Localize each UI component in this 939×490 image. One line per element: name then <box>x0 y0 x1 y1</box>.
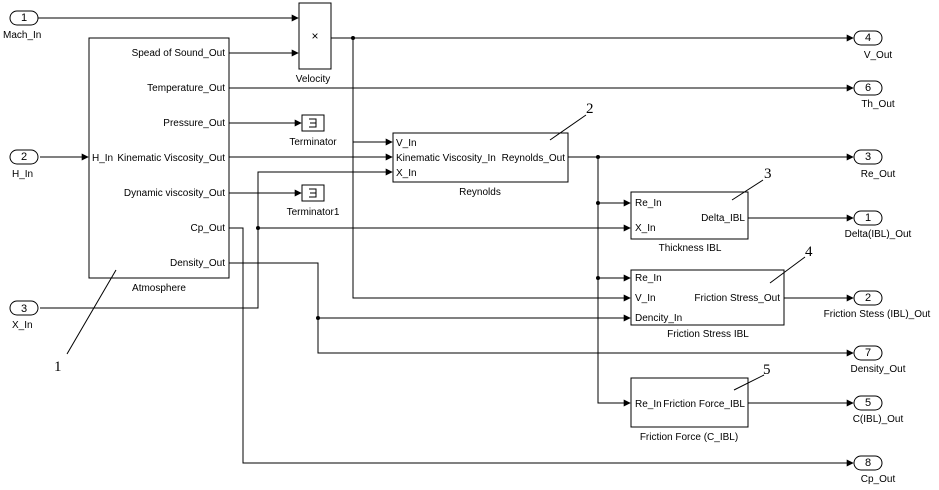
outport-density[interactable]: 7 Density_Out <box>850 345 906 375</box>
outport-stress[interactable]: 2 Friction Stess (IBL)_Out <box>824 290 931 320</box>
atmosphere-in-h: H_In <box>92 153 113 164</box>
thickness-out: Delta_IBL <box>701 213 745 224</box>
outport-delta-number: 1 <box>865 212 871 224</box>
outport-v-number: 4 <box>865 32 871 44</box>
inport-x-label: X_In <box>12 320 33 331</box>
atmosphere-out-dens: Density_Out <box>170 258 225 269</box>
atmosphere-out-press: Pressure_Out <box>163 118 225 129</box>
stress-title: Friction Stress IBL <box>667 329 749 340</box>
outport-cibl-label: C(IBL)_Out <box>853 414 904 425</box>
signal-lines <box>38 14 854 467</box>
callout-1: 1 <box>54 359 62 375</box>
branch-dots <box>256 36 600 320</box>
terminator-icon <box>309 118 317 128</box>
stress-block[interactable]: Re_In V_In Dencity_In Friction Stress_Ou… <box>630 269 785 340</box>
wire-cp-to-cpout[interactable] <box>229 227 854 467</box>
terminator1-title: Terminator1 <box>287 207 340 218</box>
outport-re-label: Re_Out <box>861 169 896 180</box>
callout-2-leader <box>549 114 587 141</box>
branch-dot <box>596 155 600 159</box>
atmosphere-out-cp: Cp_Out <box>191 223 226 234</box>
inport-mach-number: 1 <box>21 12 27 24</box>
stress-in-dens: Dencity_In <box>635 313 682 324</box>
atmosphere-out-sound: Spead of Sound_Out <box>132 48 226 59</box>
callout-5-leader <box>733 374 765 391</box>
outport-th-number: 6 <box>865 82 871 94</box>
branch-dot <box>256 226 260 230</box>
outport-density-number: 7 <box>865 347 871 359</box>
outport-delta[interactable]: 1 Delta(IBL)_Out <box>845 210 912 240</box>
outport-re-number: 3 <box>865 151 871 163</box>
outport-cp[interactable]: 8 Cp_Out <box>853 455 896 485</box>
inport-mach-label: Mach_In <box>3 30 41 41</box>
outport-th-label: Th_Out <box>861 99 895 110</box>
thickness-block[interactable]: Re_In X_In Delta_IBL Thickness IBL <box>630 191 749 254</box>
terminator-block[interactable]: Terminator <box>289 114 337 148</box>
outport-th[interactable]: 6 Th_Out <box>853 80 895 110</box>
outport-v[interactable]: 4 V_Out <box>853 30 893 61</box>
callout-4: 4 <box>805 244 813 260</box>
velocity-block[interactable]: × Velocity <box>296 2 332 85</box>
force-in-re: Re_In <box>635 399 662 410</box>
outport-delta-label: Delta(IBL)_Out <box>845 229 912 240</box>
reynolds-title: Reynolds <box>459 187 501 198</box>
outport-stress-number: 2 <box>865 292 871 304</box>
atmosphere-block[interactable]: H_In Spead of Sound_Out Temperature_Out … <box>88 37 230 294</box>
thickness-in-x: X_In <box>635 223 656 234</box>
terminator1-block[interactable]: Terminator1 <box>287 184 340 218</box>
atmosphere-out-temp: Temperature_Out <box>147 83 225 94</box>
atmosphere-out-dyn: Dynamic viscosity_Out <box>124 188 225 199</box>
wire-re-to-force[interactable] <box>597 157 631 407</box>
force-block[interactable]: Re_In Friction Force_IBL Friction Force … <box>630 377 749 443</box>
outport-v-label: V_Out <box>864 50 893 61</box>
branch-dot <box>316 316 320 320</box>
atmosphere-title: Atmosphere <box>132 283 186 294</box>
wire-xin-to-reynolds[interactable] <box>40 168 393 309</box>
reynolds-block[interactable]: V_In Kinematic Viscosity_In X_In Reynold… <box>392 132 569 198</box>
inport-h-number: 2 <box>21 151 27 163</box>
callouts: 1 2 3 4 5 <box>54 101 813 391</box>
callout-1-leader <box>66 269 117 355</box>
callout-4-leader <box>769 256 806 284</box>
stress-in-re: Re_In <box>635 273 662 284</box>
outport-cp-number: 8 <box>865 457 871 469</box>
stress-in-v: V_In <box>635 293 656 304</box>
velocity-title: Velocity <box>296 74 330 85</box>
outport-re[interactable]: 3 Re_Out <box>853 149 896 180</box>
branch-dot <box>596 201 600 205</box>
outport-stress-label: Friction Stess (IBL)_Out <box>824 309 931 320</box>
reynolds-out: Reynolds_Out <box>502 153 566 164</box>
inport-mach[interactable]: 1 Mach_In <box>3 10 41 41</box>
force-title: Friction Force (C_IBL) <box>640 432 738 443</box>
wire-density-to-densityout[interactable] <box>229 262 854 357</box>
inport-h[interactable]: 2 H_In <box>9 149 39 180</box>
inport-x-number: 3 <box>21 303 27 315</box>
branch-dot <box>351 36 355 40</box>
outport-cibl-number: 5 <box>865 397 871 409</box>
stress-out: Friction Stress_Out <box>694 293 780 304</box>
terminator-title: Terminator <box>289 137 337 148</box>
branch-dot <box>596 276 600 280</box>
terminator1-icon <box>309 188 317 198</box>
inport-h-label: H_In <box>12 169 33 180</box>
callout-2: 2 <box>586 101 594 117</box>
thickness-title: Thickness IBL <box>659 243 722 254</box>
thickness-in-re: Re_In <box>635 198 662 209</box>
force-out: Friction Force_IBL <box>663 399 745 410</box>
callout-3-leader <box>731 179 764 201</box>
reynolds-in-x: X_In <box>396 168 417 179</box>
outport-cp-label: Cp_Out <box>861 474 896 485</box>
callout-5: 5 <box>763 362 771 378</box>
outport-density-label: Density_Out <box>850 364 905 375</box>
outport-cibl[interactable]: 5 C(IBL)_Out <box>853 395 904 425</box>
wire-velocity-to-stress[interactable] <box>352 38 631 302</box>
reynolds-in-v: V_In <box>396 138 417 149</box>
atmosphere-out-kin: Kinematic Viscosity_Out <box>117 153 225 164</box>
inport-x[interactable]: 3 X_In <box>9 300 39 331</box>
velocity-symbol: × <box>311 29 318 43</box>
reynolds-in-kin: Kinematic Viscosity_In <box>396 153 496 164</box>
callout-3: 3 <box>764 166 772 182</box>
